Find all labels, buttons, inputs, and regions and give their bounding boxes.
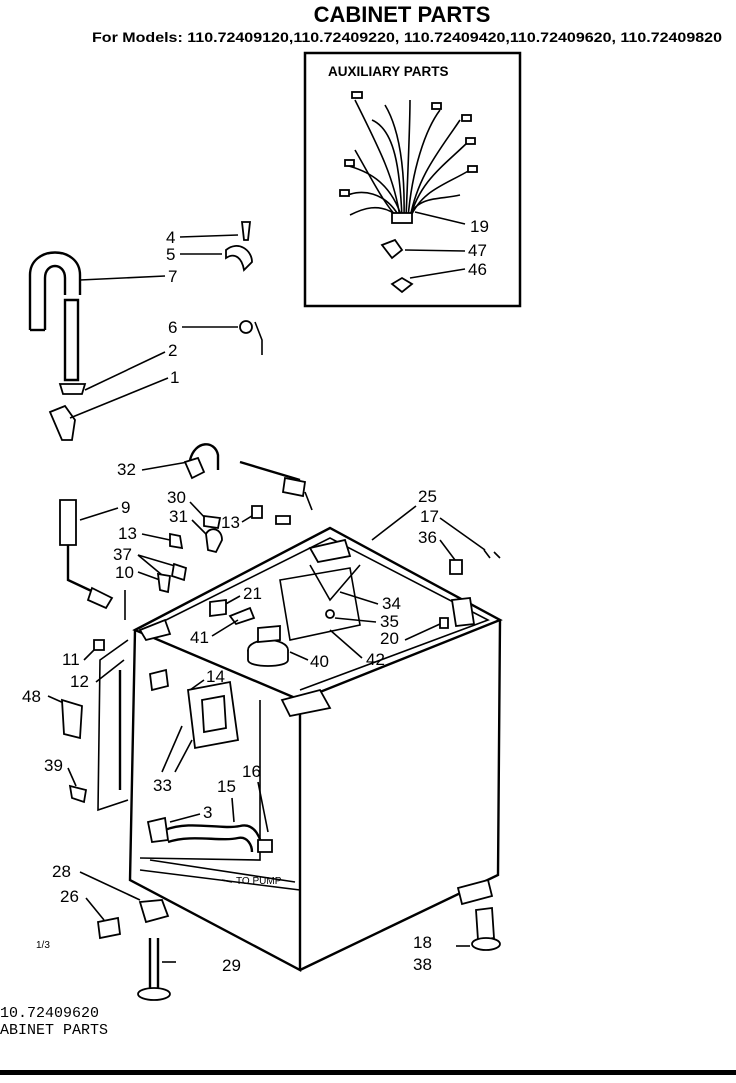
callout-33: 33 — [153, 776, 172, 795]
callout-25: 25 — [418, 487, 437, 506]
callout-29: 29 — [222, 956, 241, 975]
cabinet-icon — [97, 526, 503, 972]
auxiliary-parts-title: AUXILIARY PARTS — [328, 64, 449, 79]
callout-19: 19 — [470, 217, 489, 236]
hose-icon — [28, 251, 87, 441]
callout-18: 18 — [413, 933, 432, 952]
callout-34: 34 — [382, 594, 401, 613]
callout-26: 26 — [60, 887, 79, 906]
auxiliary-parts-box: AUXILIARY PARTS 19 — [303, 51, 522, 308]
callout-5: 5 — [166, 245, 175, 264]
callout-13a: 13 — [221, 513, 240, 532]
callout-47: 47 — [468, 241, 487, 260]
callout-7: 7 — [168, 267, 177, 286]
wire-clip-icon — [380, 238, 404, 260]
right-leveling-leg-icon — [456, 906, 501, 951]
callout-38: 38 — [413, 955, 432, 974]
callout-4: 4 — [166, 228, 175, 247]
callout-13b: 13 — [118, 524, 137, 543]
callout-17: 17 — [420, 507, 439, 526]
callout-28: 28 — [52, 862, 71, 881]
strain-relief-icon — [390, 276, 414, 294]
callout-31: 31 — [169, 507, 188, 526]
callout-40: 40 — [310, 652, 329, 671]
callout-20: 20 — [380, 629, 399, 648]
callout-30: 30 — [167, 488, 186, 507]
callout-32: 32 — [117, 460, 136, 479]
callout-6: 6 — [168, 318, 177, 337]
callout-37: 37 — [113, 545, 132, 564]
callout-3: 3 — [203, 803, 212, 822]
callout-14: 14 — [206, 667, 225, 686]
callout-16: 16 — [242, 762, 261, 781]
callout-9: 9 — [121, 498, 130, 517]
callout-12: 12 — [70, 672, 89, 691]
page-mark: 1/3 — [36, 940, 50, 951]
callout-10: 10 — [115, 563, 134, 582]
wire-harness-icon — [339, 91, 478, 224]
callout-1: 1 — [170, 368, 179, 387]
callout-11: 11 — [62, 650, 80, 669]
footer-model: 10.72409620 — [0, 1005, 99, 1022]
callout-42: 42 — [366, 650, 385, 669]
callout-15: 15 — [217, 777, 236, 796]
callout-36: 36 — [418, 528, 437, 547]
footer-section: ABINET PARTS — [0, 1022, 108, 1039]
callout-41: 41 — [190, 628, 209, 647]
to-pump-label: TO PUMP — [236, 876, 282, 887]
bottom-rule — [0, 1070, 736, 1075]
callout-21: 21 — [243, 584, 262, 603]
page-title: CABINET PARTS — [314, 2, 491, 27]
callout-39: 39 — [44, 756, 63, 775]
model-list: For Models: 110.72409120,110.72409220, 1… — [92, 30, 722, 45]
callout-46: 46 — [468, 260, 487, 279]
leveling-leg-icon — [137, 938, 176, 1001]
callout-2: 2 — [168, 341, 177, 360]
callout-48: 48 — [22, 687, 41, 706]
pressure-switch-icon — [247, 625, 289, 667]
callout-35: 35 — [380, 612, 399, 631]
